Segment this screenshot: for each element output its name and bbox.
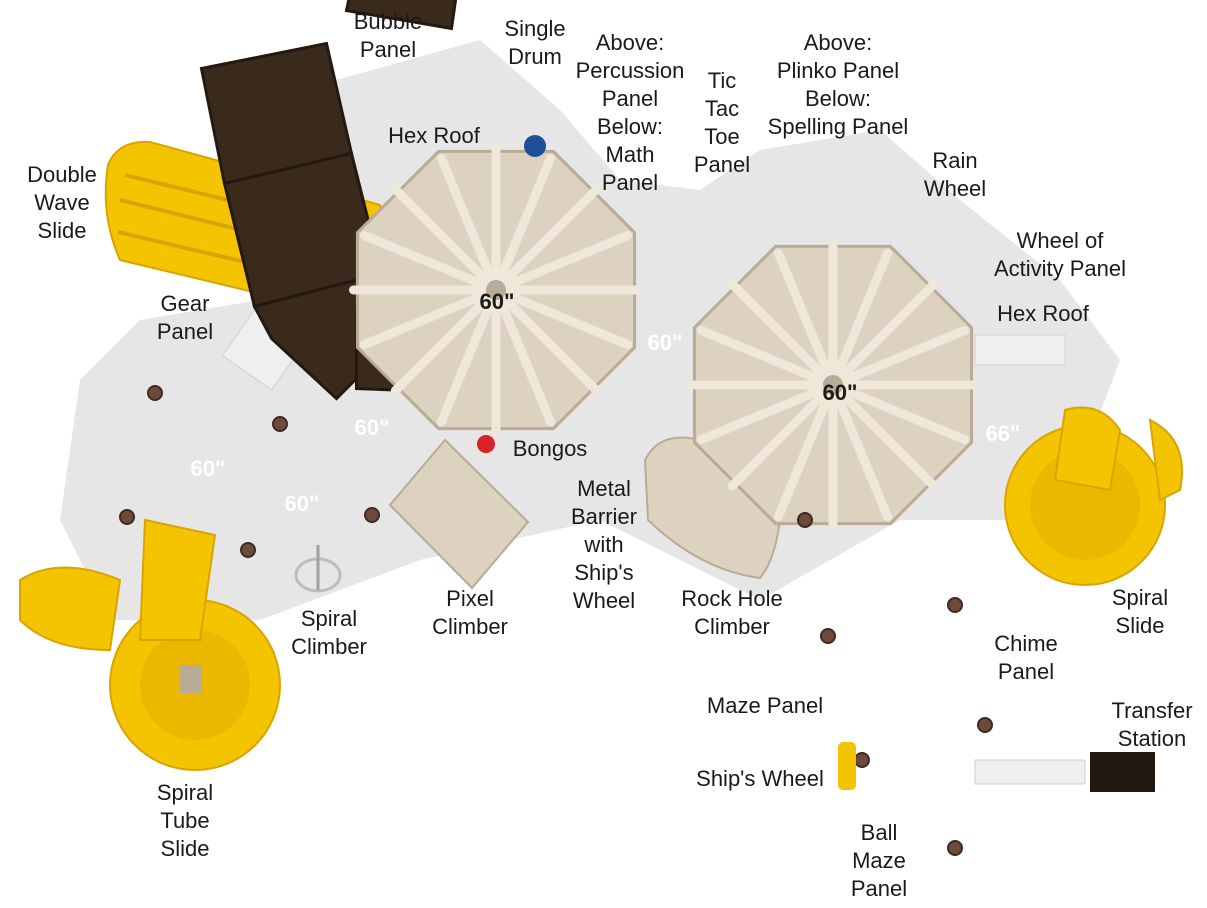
post-cap	[272, 416, 288, 432]
roof-rib	[491, 285, 602, 396]
pixel-climber	[388, 438, 530, 590]
label-hex-roof-left: Hex Roof	[388, 123, 480, 148]
post-cap	[240, 542, 256, 558]
label-wheel-of-activity: Wheel of Activity Panel	[993, 228, 1127, 281]
label-bubble-panel: Bubble Panel	[353, 9, 423, 62]
label-maze-panel: Maze Panel	[706, 693, 824, 718]
roof-rib	[390, 285, 501, 396]
label-double-wave-slide: Double Wave Slide	[27, 162, 97, 243]
label-chime-panel: Chime Panel	[994, 631, 1058, 684]
roof-rib	[828, 248, 893, 390]
roof-rib	[828, 325, 970, 390]
height-bridge-top: 60"	[647, 330, 683, 355]
roof-rib	[828, 380, 970, 445]
roof-rib	[491, 285, 556, 427]
roof-rib	[828, 279, 939, 390]
roof-rib	[359, 230, 501, 295]
roof-rib	[727, 380, 838, 491]
ships-wheel-icon	[838, 742, 856, 790]
label-plinko-spelling: Above: Plinko Panel Below: Spelling Pane…	[767, 30, 909, 139]
height-left-square: 60"	[190, 456, 226, 481]
roof-rib	[727, 279, 838, 390]
post-cap	[797, 512, 813, 528]
label-transfer-station: Transfer Station	[1111, 698, 1193, 751]
single-drum-icon	[524, 135, 546, 157]
spiral-climber	[294, 545, 342, 593]
label-pixel-climber: Pixel Climber	[432, 586, 508, 639]
hex-roof-left	[349, 143, 643, 437]
label-spiral-slide: Spiral Slide	[1111, 585, 1169, 638]
roof-rib	[491, 153, 556, 295]
height-right-bridge: 66"	[985, 421, 1021, 446]
roof-rib	[436, 285, 501, 427]
label-tic-tac-toe: Tic Tac Toe Panel	[693, 68, 751, 177]
roof-rib	[696, 380, 838, 445]
roof-rib	[491, 285, 633, 350]
label-percussion-math: Above: Percussion Panel Below: Math Pane…	[575, 30, 685, 195]
label-rock-hole-climber: Rock Hole Climber	[681, 586, 783, 639]
height-step-48: 48"	[917, 760, 953, 785]
deck-vertical	[199, 41, 483, 401]
label-hex-roof-right: Hex Roof	[997, 301, 1089, 326]
label-spiral-climber: Spiral Climber	[291, 606, 367, 659]
height-roof-right: 60"	[822, 380, 858, 405]
height-center: 60"	[354, 415, 390, 440]
label-bongos: Bongos	[512, 436, 588, 461]
post-cap	[977, 717, 993, 733]
label-spiral-tube-slide: Spiral Tube Slide	[156, 780, 214, 861]
roof-rib	[828, 380, 893, 522]
bongos-icon	[477, 435, 495, 453]
spiral-slide	[1004, 406, 1183, 586]
deck-bridge-right	[344, 0, 458, 31]
post-cap	[820, 628, 836, 644]
post-cap	[947, 840, 963, 856]
roof-rib	[773, 380, 838, 522]
height-vertical-2: 60"	[862, 648, 898, 673]
label-single-drum: Single Drum	[504, 16, 566, 69]
roof-rib	[491, 230, 633, 295]
height-step-54: 54"	[912, 708, 948, 733]
post-cap	[947, 597, 963, 613]
label-ball-maze-panel: Ball Maze Panel	[850, 820, 908, 901]
label-gear-panel: Gear Panel	[156, 291, 214, 344]
label-metal-barrier: Metal Barrier with Ship's Wheel	[570, 476, 638, 613]
roof-hub	[823, 375, 843, 395]
rock-hole-climber	[643, 436, 782, 580]
post-cap	[364, 507, 380, 523]
label-rain-wheel: Rain Wheel	[923, 148, 987, 201]
spiral-tube-slide	[19, 518, 281, 771]
post-cap	[147, 385, 163, 401]
roof-rib	[773, 248, 838, 390]
height-left-triangle: 60"	[284, 491, 320, 516]
deck-posts	[119, 385, 993, 856]
height-vertical-1: 60"	[865, 551, 901, 576]
roof-rib	[359, 285, 501, 350]
post-cap	[119, 509, 135, 525]
roof-rib	[828, 380, 939, 491]
roof-rib	[491, 184, 602, 295]
roof-rib	[436, 153, 501, 295]
label-ships-wheel: Ship's Wheel	[696, 766, 824, 791]
roof-rib	[696, 325, 838, 390]
post-cap	[854, 752, 870, 768]
roof-hub	[486, 280, 506, 300]
roof-rib	[390, 184, 501, 295]
height-roof-left: 60"	[479, 289, 515, 314]
hex-roof-right	[686, 238, 980, 532]
